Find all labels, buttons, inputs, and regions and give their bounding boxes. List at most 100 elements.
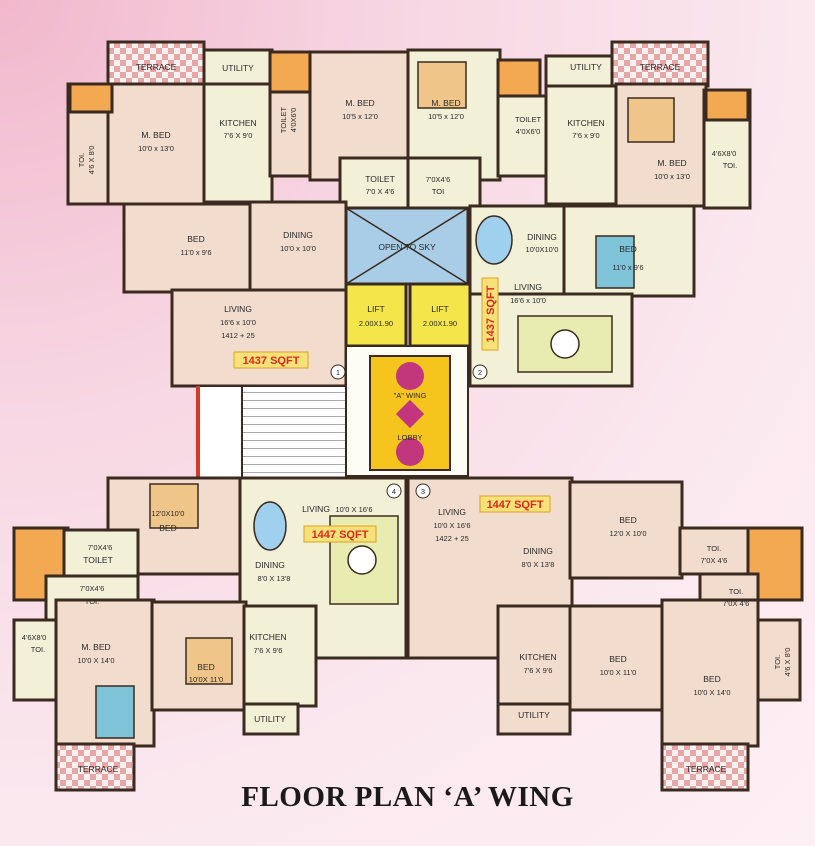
size-toi2-tr: 4'6X8'0 — [712, 149, 737, 158]
label-bed3-br: BED — [703, 674, 720, 684]
label-toilet-tl: TOILET — [279, 107, 288, 134]
label-lift-1: LIFT — [367, 304, 384, 314]
size-bed3-br: 10'0 X 14'0 — [693, 688, 730, 697]
size-toilet-tl: 4'0X6'0 — [289, 108, 298, 133]
label-kitchen-bl: KITCHEN — [249, 632, 286, 642]
size-living-bl: 10'0 X 16'6 — [335, 505, 372, 514]
label-dining-tl: DINING — [283, 230, 313, 240]
area-label-top-left: 1437 SQFT — [243, 355, 300, 367]
label-terrace-tr: TERRACE — [640, 62, 681, 72]
size-bed2-br: 10'0 X 11'0 — [600, 668, 637, 677]
label-bed-tl: BED — [187, 234, 204, 244]
label-lift-2: LIFT — [431, 304, 448, 314]
size-kitchen-tr: 7'6 x 9'0 — [572, 131, 599, 140]
size-dining-br: 8'0 X 13'8 — [522, 560, 555, 569]
size-lift-1: 2.00X1.90 — [359, 319, 393, 328]
size-kitchen-tl: 7'6 X 9'0 — [224, 131, 253, 140]
size-mbed-bl: 10'0 X 14'0 — [77, 656, 114, 665]
size-toi2-br: 7'0X 4'6 — [723, 599, 750, 608]
size-toi-bl: 7'0X4'6 — [80, 584, 105, 593]
size-toi-tl: 4'6 X 8'0 — [87, 146, 96, 175]
label-toi3-br: TOI. — [773, 655, 782, 669]
label-toi-bl: TOI. — [85, 597, 99, 606]
door-number-4: 4 — [392, 487, 396, 496]
label-terrace-bl: TERRACE — [78, 764, 119, 774]
area-label-bottom-left: 1447 SQFT — [312, 529, 369, 541]
label-toi-small-tr: TOI — [432, 187, 444, 196]
label-mbed-tr: M. BED — [431, 98, 460, 108]
size-toilet2-tl: 7'0 X 4'6 — [366, 187, 395, 196]
area-label-top-right: 1437 SQFT — [485, 285, 497, 342]
size-toi-small-tr: 7'0X4'6 — [426, 175, 451, 184]
label-mbed-bl: M. BED — [81, 642, 110, 652]
size-bed-tl: 11'0 x 9'6 — [180, 248, 211, 257]
label-living-tr: LIVING — [514, 282, 542, 292]
furniture — [95, 61, 675, 739]
label-toilet-tr: TOILET — [515, 115, 542, 124]
size-toilet-tr: 4'0X6'0 — [516, 127, 541, 136]
label-toilet-bl: TOILET — [83, 555, 113, 565]
size-dining-tl: 10'0 x 10'0 — [280, 244, 316, 253]
size-lift-2: 2.00X1.90 — [423, 319, 457, 328]
flat-top-left — [66, 40, 412, 388]
size-kitchen-bl: 7'6 X 9'6 — [254, 646, 283, 655]
size-bed-tr: 11'0 x 9'6 — [612, 263, 643, 272]
size-kitchen-br: 7'6 X 9'6 — [524, 666, 553, 675]
label-utility-br: UTILITY — [518, 710, 550, 720]
size-bed-bl: 12'0X10'0 — [152, 509, 185, 518]
size-living-tl-b: 1412 + 25 — [221, 331, 255, 340]
label-living-br: LIVING — [438, 507, 466, 517]
label-lobby-wing: "A" WING — [394, 391, 427, 400]
size-mbed-tl: 10'0 x 13'0 — [138, 144, 174, 153]
label-utility-tl: UTILITY — [222, 63, 254, 73]
label-living-tl: LIVING — [224, 304, 252, 314]
size-living-br: 10'0 X 16'6 — [433, 521, 470, 530]
door-number-3: 3 — [421, 487, 425, 496]
label-toi-br: TOI. — [707, 544, 721, 553]
label-toi2-tr: TOI. — [723, 161, 737, 170]
label-mbed-tl: M. BED — [141, 130, 170, 140]
label-dining-bl: DINING — [255, 560, 285, 570]
label-terrace-tl: TERRACE — [136, 62, 177, 72]
label-mbed2-tl: M. BED — [345, 98, 374, 108]
page-title: FLOOR PLAN ‘A’ WING — [241, 781, 574, 813]
size-toi2-bl: 4'6X8'0 — [22, 633, 47, 642]
label-kitchen-br: KITCHEN — [519, 652, 556, 662]
label-open-to-sky: OPEN TO SKY — [378, 242, 436, 252]
flat-bottom-right — [406, 476, 804, 792]
label-mbed2-tr: M. BED — [657, 158, 686, 168]
area-label-bottom-right: 1447 SQFT — [487, 499, 544, 511]
label-bed2-bl: BED — [197, 662, 214, 672]
label-utility-bl: UTILITY — [254, 714, 286, 724]
door-number-2: 2 — [478, 368, 482, 377]
size-mbed2-tr: 10'0 x 13'0 — [654, 172, 690, 181]
labels: TERRACE UTILITY M. BED 10'0 x 13'0 TOI. … — [22, 62, 792, 774]
size-toi-br: 7'0X 4'6 — [701, 556, 728, 565]
label-terrace-br: TERRACE — [686, 764, 727, 774]
size-mbed-tr: 10'5 x 12'0 — [428, 112, 464, 121]
label-lobby: LOBBY — [397, 433, 422, 442]
core — [196, 206, 472, 479]
label-kitchen-tl: KITCHEN — [219, 118, 256, 128]
size-living-br-b: 1422 + 25 — [435, 534, 469, 543]
label-dining-tr: DINING — [527, 232, 557, 242]
size-living-tl: 16'6 x 10'0 — [220, 318, 256, 327]
label-toi2-bl: TOI. — [31, 645, 45, 654]
label-toilet2-tl: TOILET — [365, 174, 395, 184]
label-bed-tr: BED — [619, 244, 636, 254]
label-bed-bl: BED — [159, 523, 176, 533]
label-kitchen-tr: KITCHEN — [567, 118, 604, 128]
size-toilet-bl: 7'0X4'6 — [88, 543, 113, 552]
size-toi3-br: 4'6 X 8'0 — [783, 648, 792, 677]
size-bed2-bl: 10'0X 11'0 — [189, 675, 223, 684]
size-dining-tr: 10'0X10'0 — [526, 245, 559, 254]
label-toi-tl: TOI. — [77, 153, 86, 167]
label-bed-br: BED — [619, 515, 636, 525]
door-number-1: 1 — [336, 368, 340, 377]
label-toi2-br: TOI. — [729, 587, 743, 596]
label-living-bl: LIVING — [302, 504, 330, 514]
size-mbed2-tl: 10'5 x 12'0 — [342, 112, 378, 121]
size-dining-bl: 8'0 X 13'8 — [258, 574, 291, 583]
label-dining-br: DINING — [523, 546, 553, 556]
label-bed2-br: BED — [609, 654, 626, 664]
